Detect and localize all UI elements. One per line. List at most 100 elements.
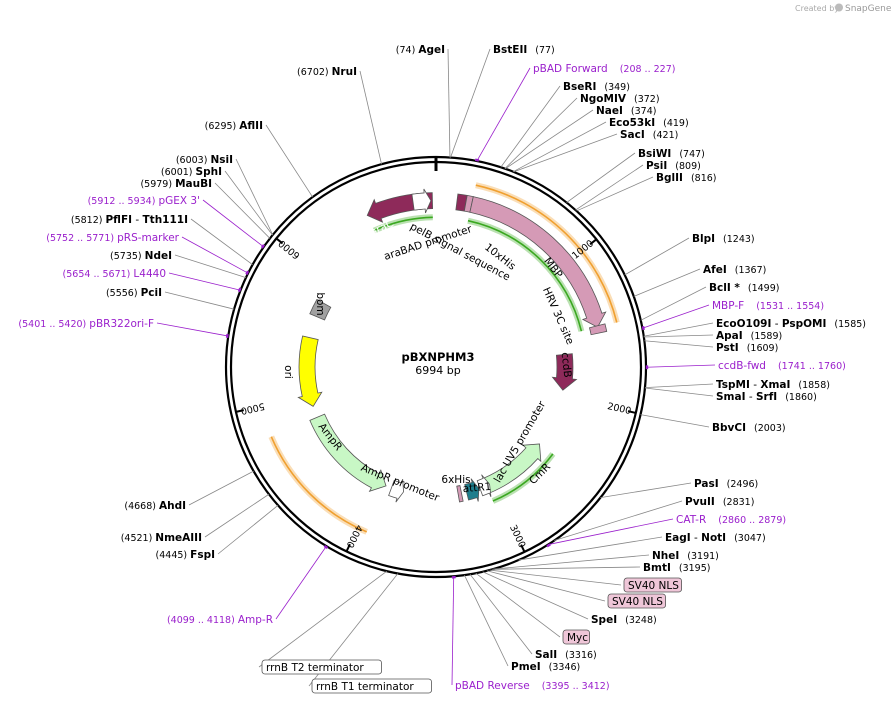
site-label-psii-10[interactable]: PsiI(809)	[646, 160, 701, 172]
site-label-eagi-noti-30[interactable]: EagI - NotI(3047)	[665, 532, 766, 544]
site-enzyme-name: PsiI	[646, 160, 667, 172]
leader-primer-pbr322ori-f-4	[156, 322, 229, 337]
site-label-bcli-19[interactable]: BclI *(1499)	[709, 282, 779, 294]
site-label-eco53ki-6[interactable]: Eco53kI(419)	[609, 117, 689, 129]
site-position: (3191)	[687, 551, 719, 562]
primer-label-amp-r-8[interactable]: (4099 .. 4118) Amp-R	[167, 614, 273, 626]
site-position: (1243)	[723, 234, 755, 245]
site-label-bsiwi-9[interactable]: BsiWI(747)	[638, 148, 705, 160]
primer-label-pbad-forward-0[interactable]: pBAD Forward(208 .. 227)	[533, 63, 675, 75]
primer-marker-pbr322ori-f-4	[225, 333, 229, 338]
boxed-label-text: rrnB T2 terminator	[266, 662, 364, 674]
site-label-nsii-12[interactable]: (6003) NsiI	[176, 154, 233, 166]
leader-site-spei-35	[482, 571, 589, 620]
feature-arabad-promoter[interactable]	[411, 188, 432, 214]
boxed-label-sv40-nls-1[interactable]: SV40 NLS	[607, 593, 666, 609]
site-label-pcii-20[interactable]: (5556) PciI	[106, 287, 162, 299]
primer-label-prs-marker-2[interactable]: (5752 .. 5771) pRS-marker	[46, 232, 179, 244]
boxed-label-rrnb-t2-terminator-3[interactable]: rrnB T2 terminator	[261, 659, 382, 675]
primer-name: Amp-R	[238, 614, 273, 626]
site-label-pvuii-28[interactable]: PvuII(2831)	[685, 496, 754, 508]
site-label-pflfi-tth111i-15[interactable]: (5812) PflFI - Tth111I	[71, 214, 188, 226]
site-position: (77)	[535, 45, 555, 56]
boxed-label-frame	[261, 659, 382, 675]
site-label-pasi-27[interactable]: PasI(2496)	[694, 478, 758, 490]
boxed-label-myc-2[interactable]: Myc	[562, 629, 591, 645]
site-label-agei-0[interactable]: (74) AgeI	[396, 44, 445, 56]
leader-site-apai-22	[643, 334, 714, 338]
site-enzyme-name: SalI	[535, 649, 557, 661]
primer-label-pgex-3-1[interactable]: (5912 .. 5934) pGEX 3'	[88, 195, 200, 207]
tick-label-4000: 4000	[344, 523, 364, 550]
site-label-tspmi-xmai-24[interactable]: TspMI - XmaI(1858)	[716, 379, 830, 391]
site-enzyme-name: AflII	[239, 120, 263, 132]
site-position: (2831)	[723, 497, 755, 508]
site-label-saci-7[interactable]: SacI(421)	[620, 129, 678, 141]
site-label-pmei-37[interactable]: PmeI(3346)	[511, 661, 580, 673]
site-enzyme-name: SrfI	[756, 391, 777, 403]
feature-ccdb[interactable]	[551, 353, 578, 391]
site-label-ndei-17[interactable]: (5735) NdeI	[110, 250, 172, 262]
primer-label-pbr322ori-f-4[interactable]: (5401 .. 5420) pBR322ori-F	[18, 318, 154, 330]
boxed-label-rrnb-t1-terminator-4[interactable]: rrnB T1 terminator	[311, 678, 432, 694]
site-label-fspi-32[interactable]: (4445) FspI	[156, 549, 215, 561]
site-label-bseri-3[interactable]: BseRI(349)	[563, 81, 630, 93]
site-enzyme-name: BbvCI	[712, 422, 746, 434]
site-label-smai-srfi-25[interactable]: SmaI - SrfI(1860)	[716, 391, 817, 403]
site-position: (3346)	[549, 662, 581, 673]
feature-label-6xhis-10: 6xHis	[441, 474, 470, 486]
primer-label-mbp-f-5[interactable]: MBP-F(1531 .. 1554)	[712, 300, 824, 312]
site-enzyme-name: AgeI	[418, 44, 445, 56]
track-arac-2	[373, 216, 433, 232]
site-label-bglii-11[interactable]: BglII(816)	[656, 172, 716, 184]
site-label-nrui-2[interactable]: (6702) NruI	[297, 66, 357, 78]
site-label-sali-36[interactable]: SalI(3316)	[535, 649, 597, 661]
leader-site-pcii-20	[164, 291, 235, 310]
feature-attr1[interactable]	[464, 478, 480, 502]
leader-site-smai-srfi-25	[644, 387, 714, 397]
leader-site-naei-5	[505, 109, 594, 170]
feature-6xhis[interactable]	[456, 485, 464, 503]
site-label-ecoo109i-pspomi-21[interactable]: EcoO109I - PspOMI(1585)	[716, 318, 866, 330]
site-position: (6702)	[297, 67, 332, 78]
site-label-apai-22[interactable]: ApaI(1589)	[716, 330, 782, 342]
feature-label-arac-0: araC	[368, 217, 395, 238]
primer-name: L4440	[133, 268, 166, 280]
site-enzyme-name: BmtI	[643, 562, 671, 574]
site-label-sphi-13[interactable]: (6001) SphI	[161, 166, 222, 178]
primer-label-cat-r-7[interactable]: CAT-R(2860 .. 2879)	[676, 514, 786, 526]
primer-label-ccdb-fwd-6[interactable]: ccdB-fwd(1741 .. 1760)	[718, 360, 846, 372]
feature-hrv-3c-site[interactable]	[588, 323, 608, 336]
primer-name: pGEX 3'	[158, 195, 200, 207]
primer-range: (5654 .. 5671)	[63, 269, 134, 280]
site-label-ngomiv-4[interactable]: NgoMIV(372)	[580, 93, 660, 105]
site-label-spei-35[interactable]: SpeI(3248)	[591, 614, 657, 626]
site-label-nhei-33[interactable]: NheI(3191)	[652, 550, 719, 562]
site-label-bbvci-26[interactable]: BbvCI(2003)	[712, 422, 786, 434]
feature-bom[interactable]	[309, 298, 332, 321]
site-label-aflii-8[interactable]: (6295) AflII	[205, 120, 263, 132]
site-label-nmeaiii-31[interactable]: (4521) NmeAIII	[121, 532, 202, 544]
site-label-naei-5[interactable]: NaeI(374)	[596, 105, 656, 117]
primer-range: (5752 .. 5771)	[46, 233, 117, 244]
feature-ampr[interactable]	[309, 413, 387, 492]
boxed-label-sv40-nls-0[interactable]: SV40 NLS	[623, 577, 682, 593]
site-enzyme-name: EagI	[665, 532, 691, 544]
site-label-maubi-14[interactable]: (5979) MauBI	[140, 178, 212, 190]
primer-label-l4440-3[interactable]: (5654 .. 5671) L4440	[63, 268, 166, 280]
site-label-bsteii-1[interactable]: BstEII(77)	[493, 44, 555, 56]
site-label-ahdi-29[interactable]: (4668) AhdI	[124, 500, 186, 512]
feature-lac-uv5-promoter[interactable]	[476, 474, 492, 497]
site-label-bmti-34[interactable]: BmtI(3195)	[643, 562, 710, 574]
site-label-psti-23[interactable]: PstI(1609)	[716, 342, 778, 354]
site-label-afei-18[interactable]: AfeI(1367)	[703, 264, 766, 276]
leader-site-nsii-12	[235, 158, 274, 236]
feature-ori[interactable]	[297, 335, 323, 407]
site-position: (1585)	[834, 319, 866, 330]
site-label-blpi-16[interactable]: BlpI(1243)	[692, 233, 755, 245]
feature-ampr-promoter[interactable]	[388, 479, 404, 503]
primer-label-pbad-reverse-9[interactable]: pBAD Reverse(3395 .. 3412)	[455, 680, 610, 692]
site-position: (1499)	[748, 283, 780, 294]
tick-4000	[345, 543, 351, 552]
tick-5000	[235, 409, 244, 413]
